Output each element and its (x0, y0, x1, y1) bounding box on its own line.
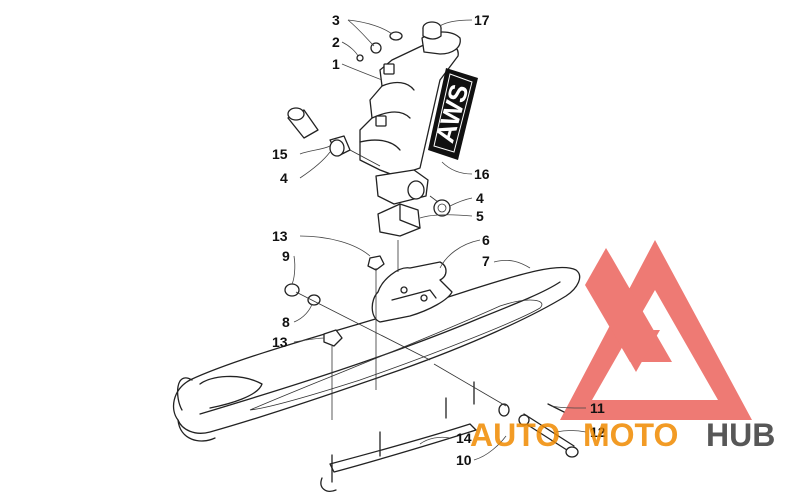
callout-1: 1 (332, 56, 340, 72)
nut-13-lower (323, 329, 343, 347)
callout-8: 8 (282, 314, 290, 330)
watermark-text-hub: HUB (706, 417, 775, 453)
callout-15: 15 (272, 146, 288, 162)
nut-9 (284, 283, 300, 297)
callout-10: 10 (456, 452, 472, 468)
pivot-pin (287, 107, 319, 139)
callout-12: 12 (590, 424, 606, 440)
callout-7: 7 (482, 253, 490, 269)
callout-4-right: 4 (476, 190, 484, 206)
watermark-logo (560, 240, 752, 420)
cap-screw-17 (422, 21, 442, 40)
watermark-text-moto: MOTO (583, 417, 678, 453)
spindle-hub (375, 169, 429, 205)
assembly-lines (295, 149, 507, 420)
callout-3: 3 (332, 12, 340, 28)
washer-11 (498, 403, 530, 426)
ski (172, 266, 581, 442)
callout-4-left: 4 (280, 170, 288, 186)
watermark-text-auto: AUTO (470, 417, 560, 453)
callout-6: 6 (482, 232, 490, 248)
wear-bar (320, 381, 477, 492)
callouts: 17 3 2 1 15 4 16 4 5 13 6 9 7 8 13 11 14… (272, 12, 606, 468)
bushing-left (329, 135, 351, 157)
grease-fitting-2 (356, 54, 364, 62)
bolt-12 (519, 413, 579, 458)
bushing-right (433, 199, 451, 217)
bushing-block (377, 203, 421, 237)
nut-13-upper (367, 255, 385, 271)
callout-9: 9 (282, 248, 290, 264)
callout-14: 14 (456, 430, 472, 446)
saddle (371, 261, 453, 323)
callout-leaders (291, 19, 587, 461)
callout-13-lower: 13 (272, 334, 288, 350)
callout-11: 11 (590, 400, 605, 416)
callout-16: 16 (474, 166, 490, 182)
callout-17: 17 (474, 12, 490, 28)
callout-2: 2 (332, 34, 340, 50)
callout-5: 5 (476, 208, 484, 224)
pin-14 (547, 403, 565, 413)
watermark-text: AUTO MOTO HUB (470, 417, 775, 453)
callout-13-upper: 13 (272, 228, 288, 244)
washer-3 (370, 31, 403, 54)
